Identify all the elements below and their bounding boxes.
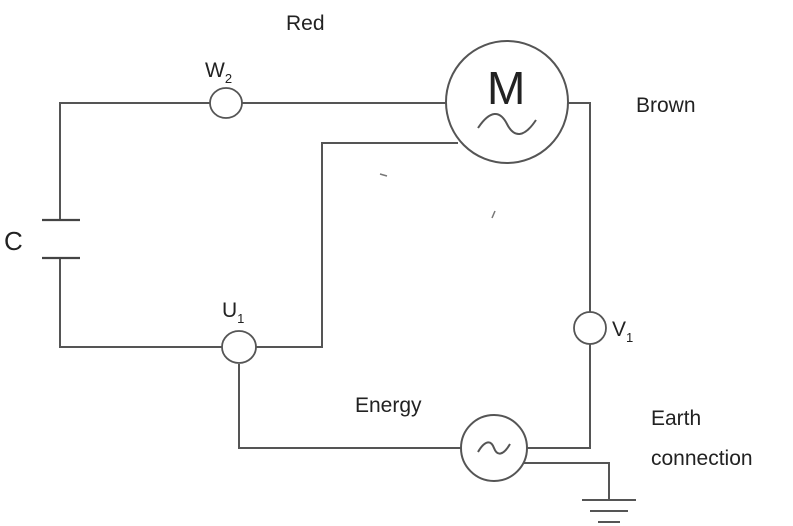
wire-source-to-earth: [522, 462, 610, 500]
wire-capacitor-to-w2: [59, 102, 210, 220]
terminal-u1-subscript: 1: [237, 311, 244, 326]
ground-icon: [582, 499, 636, 523]
wire-v1-to-source: [527, 344, 591, 449]
capacitor-label: C: [4, 226, 23, 256]
energy-label: Energy: [355, 394, 422, 417]
terminal-v1-letter: V: [612, 318, 626, 341]
wire-u1-to-source: [238, 364, 461, 449]
wire-motor-to-v1: [566, 102, 591, 312]
terminal-w2: [209, 87, 243, 119]
brown-label: Brown: [636, 94, 696, 117]
capacitor-icon: [42, 218, 80, 260]
earth-label-line2: connection: [651, 447, 753, 470]
terminal-v1-subscript: 1: [626, 330, 633, 345]
wire-motor-to-u1: [256, 142, 458, 348]
wire-capacitor-to-u1: [59, 258, 222, 348]
motor-symbol-icon: [445, 40, 569, 164]
terminal-w2-label: W2: [205, 59, 232, 86]
motor-label: M: [487, 62, 525, 114]
terminal-w2-subscript: 2: [225, 71, 232, 86]
decorative-specks: [379, 173, 496, 219]
terminal-u1-letter: U: [222, 299, 237, 322]
earth-label-line1: Earth: [651, 407, 701, 430]
terminal-w2-letter: W: [205, 59, 225, 82]
terminal-v1-label: V1: [612, 318, 633, 345]
terminal-v1: [573, 311, 607, 345]
red-label: Red: [286, 12, 325, 35]
terminal-u1: [221, 330, 257, 364]
ac-source-icon: [460, 414, 528, 482]
terminal-u1-label: U1: [222, 299, 244, 326]
wiring: [59, 102, 610, 500]
